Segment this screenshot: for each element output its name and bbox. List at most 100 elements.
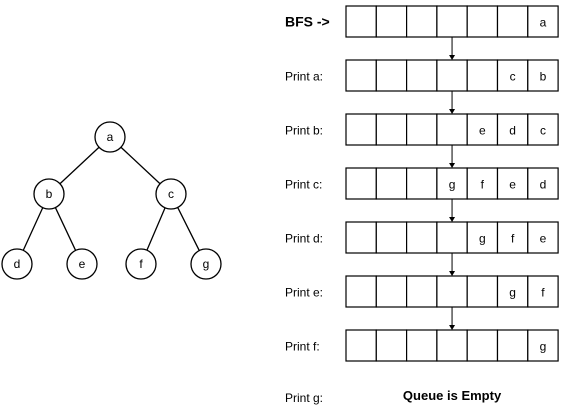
tree-node-label: c bbox=[168, 187, 174, 201]
queue-slot bbox=[527, 329, 559, 362]
tree-node-label: g bbox=[203, 257, 210, 271]
tree-edge-b-d bbox=[22, 207, 44, 251]
tree-node-circle bbox=[33, 178, 65, 210]
tree-node-circle bbox=[125, 248, 157, 280]
queue-slot bbox=[406, 167, 438, 200]
tree-edge-b-e bbox=[54, 207, 77, 251]
queue-item: e bbox=[479, 124, 486, 138]
queue-slot bbox=[496, 113, 529, 146]
queue-row: Print c: g f e d bbox=[285, 167, 559, 200]
tree-node-circle bbox=[1, 248, 33, 280]
tree-edge-a-c bbox=[120, 146, 161, 185]
queue-slot bbox=[527, 167, 559, 200]
queue-slot bbox=[345, 221, 377, 254]
queue-connector-arrowhead bbox=[449, 163, 456, 168]
queue-slot bbox=[345, 113, 377, 146]
tree-node-label: f bbox=[139, 257, 143, 271]
queue-slot bbox=[345, 167, 377, 200]
queue-empty-message: Queue is Empty bbox=[403, 388, 502, 403]
queue-slot bbox=[375, 5, 408, 38]
queue-row-label: Print e: bbox=[285, 286, 323, 300]
queue-slot bbox=[527, 59, 559, 92]
queue-slot bbox=[436, 275, 468, 308]
queue-slot bbox=[466, 275, 499, 308]
queue-slot bbox=[496, 5, 529, 38]
queue-item: f bbox=[541, 286, 545, 300]
queue-row-label: Print b: bbox=[285, 124, 323, 138]
queue-slot bbox=[375, 167, 408, 200]
queue-slot bbox=[496, 329, 529, 362]
queue-item: c bbox=[540, 124, 546, 138]
queue-row: Print d: g f e bbox=[285, 221, 559, 254]
queue-slot bbox=[375, 329, 408, 362]
queue-slot bbox=[436, 5, 468, 38]
queue-slot bbox=[527, 221, 559, 254]
tree-node-a: a bbox=[94, 121, 126, 153]
queue-slot bbox=[436, 113, 468, 146]
queue-slot bbox=[345, 5, 377, 38]
queue-slot bbox=[375, 59, 408, 92]
queue-slot bbox=[345, 329, 377, 362]
tree-node-circle bbox=[190, 248, 222, 280]
queue-row-label: Print c: bbox=[285, 178, 322, 192]
queue-item: e bbox=[540, 232, 547, 246]
queue-connector-arrowhead bbox=[449, 325, 456, 330]
queue-row: BFS -> a bbox=[285, 5, 559, 38]
queue-row-label: Print a: bbox=[285, 70, 323, 84]
queue-slot bbox=[406, 329, 438, 362]
queue-slot bbox=[436, 59, 468, 92]
tree-node-f: f bbox=[125, 248, 157, 280]
queue-item: g bbox=[449, 178, 456, 192]
queue-slot bbox=[436, 221, 468, 254]
queue-row-label: BFS -> bbox=[285, 14, 330, 30]
queue-item: f bbox=[511, 232, 515, 246]
queue-row: Print b: e d c bbox=[285, 113, 559, 146]
tree-node-circle bbox=[66, 248, 98, 280]
queue-item: f bbox=[481, 178, 485, 192]
queue-slot bbox=[466, 329, 499, 362]
queue-slot bbox=[466, 5, 499, 38]
queue-item: d bbox=[509, 124, 516, 138]
queue-slot bbox=[345, 275, 377, 308]
queue-slot bbox=[406, 275, 438, 308]
queue-item: g bbox=[540, 340, 547, 354]
tree-edge-c-f bbox=[146, 207, 166, 251]
queue-connector-arrowhead bbox=[449, 109, 456, 114]
tree-node-label: a bbox=[107, 130, 114, 144]
queue-slot bbox=[496, 167, 529, 200]
tree-node-c: c bbox=[155, 178, 187, 210]
queue-slot bbox=[406, 221, 438, 254]
queue-item: a bbox=[540, 16, 547, 30]
queue-slot bbox=[375, 221, 408, 254]
tree-node-label: e bbox=[79, 257, 86, 271]
tree-node-circle bbox=[155, 178, 187, 210]
queue-row-label: Print f: bbox=[285, 340, 320, 354]
queue-connector-arrowhead bbox=[449, 217, 456, 222]
queue-slot bbox=[436, 167, 468, 200]
queue-slot bbox=[496, 275, 529, 308]
tree-edge-a-b bbox=[59, 146, 100, 185]
queue-item: g bbox=[479, 232, 486, 246]
queue-item: d bbox=[540, 178, 547, 192]
tree-node-b: b bbox=[33, 178, 65, 210]
queue-slot bbox=[406, 113, 438, 146]
queue-slot bbox=[406, 5, 438, 38]
queue-slot bbox=[345, 59, 377, 92]
queue-item: b bbox=[540, 70, 547, 84]
queue-slot bbox=[375, 275, 408, 308]
queue-row: Print f: g bbox=[285, 329, 559, 362]
final-row-label: Print g: bbox=[285, 391, 323, 405]
tree-node-circle bbox=[94, 121, 126, 153]
tree-edge-c-g bbox=[177, 207, 200, 251]
queue-item: e bbox=[509, 178, 516, 192]
queue-connector-arrowhead bbox=[449, 271, 456, 276]
tree-node-e: e bbox=[66, 248, 98, 280]
tree-node-label: b bbox=[46, 187, 53, 201]
queue-slot bbox=[527, 5, 559, 38]
queue-row-label: Print d: bbox=[285, 232, 323, 246]
